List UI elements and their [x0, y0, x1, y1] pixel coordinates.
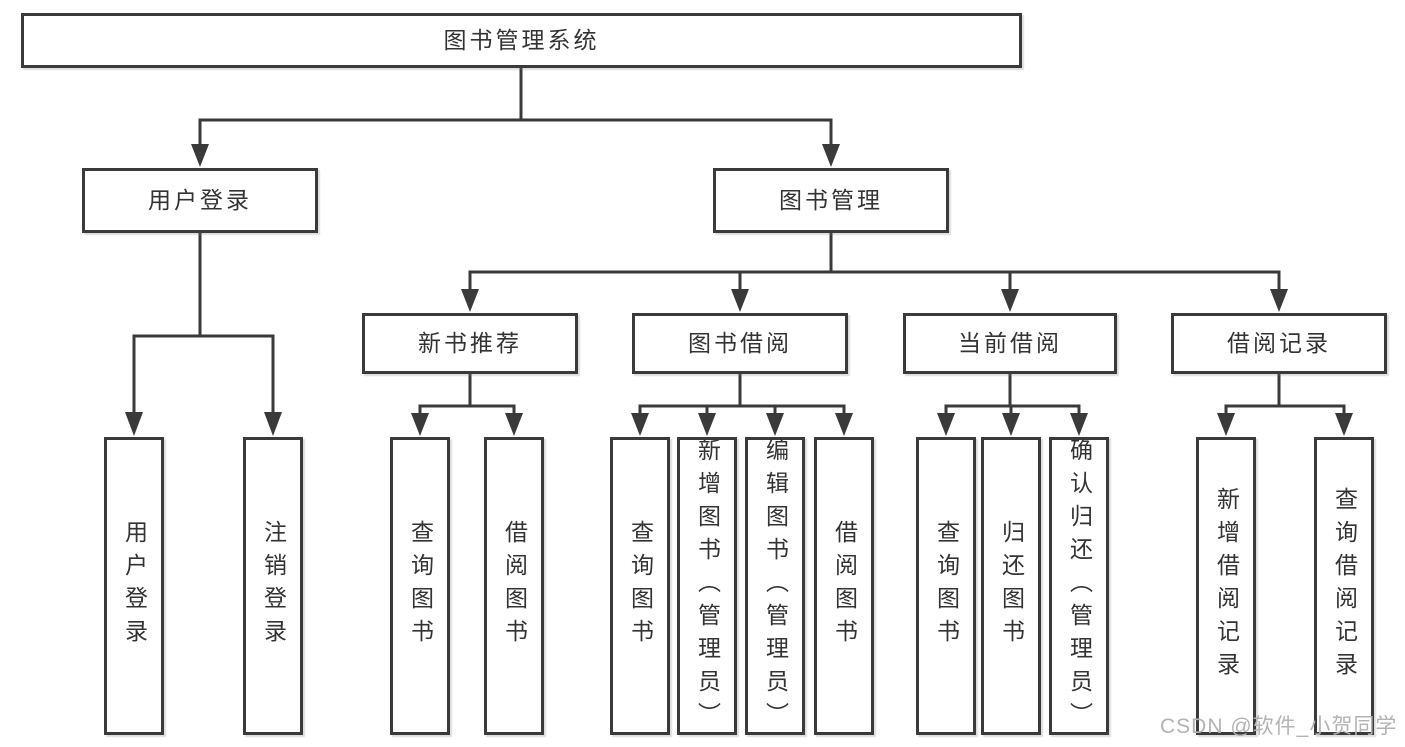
node-borrowing-records-label: 借阅记录: [1227, 330, 1331, 356]
node-user-login-label: 用户登录: [148, 187, 252, 213]
node-book-borrowing: 图书借阅: [632, 313, 848, 374]
node-book-borrowing-label: 图书借阅: [688, 330, 792, 356]
csdn-watermark: CSDN @软件_小贺同学: [1160, 715, 1398, 738]
node-current-borrowing-label: 当前借阅: [958, 330, 1062, 356]
arrowhead-user-login: [191, 144, 209, 167]
leaf-borrowing-add-books-admin: 新增图书（管理员）: [677, 437, 737, 735]
node-new-book-label: 新书推荐: [418, 330, 522, 356]
leaf-borrowing-edit-books-admin-label: 编辑图书（管理员）: [762, 437, 789, 735]
leaf-user-login: 用户登录: [104, 437, 164, 735]
leaf-newbook-query-books: 查询图书: [390, 437, 450, 735]
node-new-book-recommendation: 新书推荐: [362, 313, 578, 374]
arrowhead-book-management: [822, 144, 840, 167]
arrowhead-current-borrow: [1001, 289, 1019, 312]
connector-new-book-to-leaves: [411, 374, 523, 436]
leaf-borrowing-query-books: 查询图书: [610, 437, 670, 735]
node-user-login: 用户登录: [82, 168, 318, 233]
node-library-system: 图书管理系统: [21, 13, 1022, 68]
leaf-current-confirm-return-admin-label: 确认归还（管理员）: [1066, 437, 1093, 735]
connector-book-management-to-level3: [461, 233, 1288, 312]
leaf-user-login-label: 用户登录: [121, 520, 148, 652]
leaf-current-return-books-label: 归还图书: [998, 520, 1025, 652]
connector-user-login-to-leaves: [125, 233, 282, 436]
arrowhead-leaf-logout: [264, 412, 282, 436]
leaf-current-query-books-label: 查询图书: [933, 520, 960, 652]
node-book-management-label: 图书管理: [779, 187, 883, 213]
connector-root-to-level2: [191, 67, 840, 167]
leaf-borrowing-add-books-admin-label: 新增图书（管理员）: [694, 437, 721, 735]
connector-current-borrow-to-leaves: [937, 374, 1088, 436]
leaf-records-add-record-label: 新增借阅记录: [1213, 487, 1240, 685]
connector-book-borrow-to-leaves: [631, 374, 853, 436]
node-current-borrowing: 当前借阅: [903, 313, 1117, 374]
leaf-current-query-books: 查询图书: [916, 437, 976, 735]
arrowhead-book-borrow: [731, 289, 749, 312]
leaf-records-query-record: 查询借阅记录: [1314, 437, 1374, 735]
leaf-records-add-record: 新增借阅记录: [1196, 437, 1256, 735]
leaf-borrowing-borrow-books: 借阅图书: [814, 437, 874, 735]
leaf-current-confirm-return-admin: 确认归还（管理员）: [1049, 437, 1109, 735]
arrowhead-new-book: [461, 289, 479, 312]
node-book-management: 图书管理: [713, 168, 949, 233]
connector-borrow-records-to-leaves: [1217, 374, 1353, 436]
node-borrowing-records: 借阅记录: [1171, 313, 1387, 374]
leaf-logout: 注销登录: [243, 437, 303, 735]
arrowhead-borrow-records: [1270, 289, 1288, 312]
leaf-borrowing-edit-books-admin: 编辑图书（管理员）: [745, 437, 805, 735]
arrowhead-leaf-user-login: [125, 412, 143, 436]
leaf-borrowing-borrow-books-label: 借阅图书: [831, 520, 858, 652]
leaf-current-return-books: 归还图书: [981, 437, 1041, 735]
leaf-newbook-borrow-books: 借阅图书: [484, 437, 544, 735]
leaf-borrowing-query-books-label: 查询图书: [627, 520, 654, 652]
leaf-newbook-borrow-books-label: 借阅图书: [501, 520, 528, 652]
leaf-newbook-query-books-label: 查询图书: [407, 520, 434, 652]
leaf-records-query-record-label: 查询借阅记录: [1331, 487, 1358, 685]
leaf-logout-label: 注销登录: [260, 520, 287, 652]
node-library-system-label: 图书管理系统: [443, 27, 600, 53]
